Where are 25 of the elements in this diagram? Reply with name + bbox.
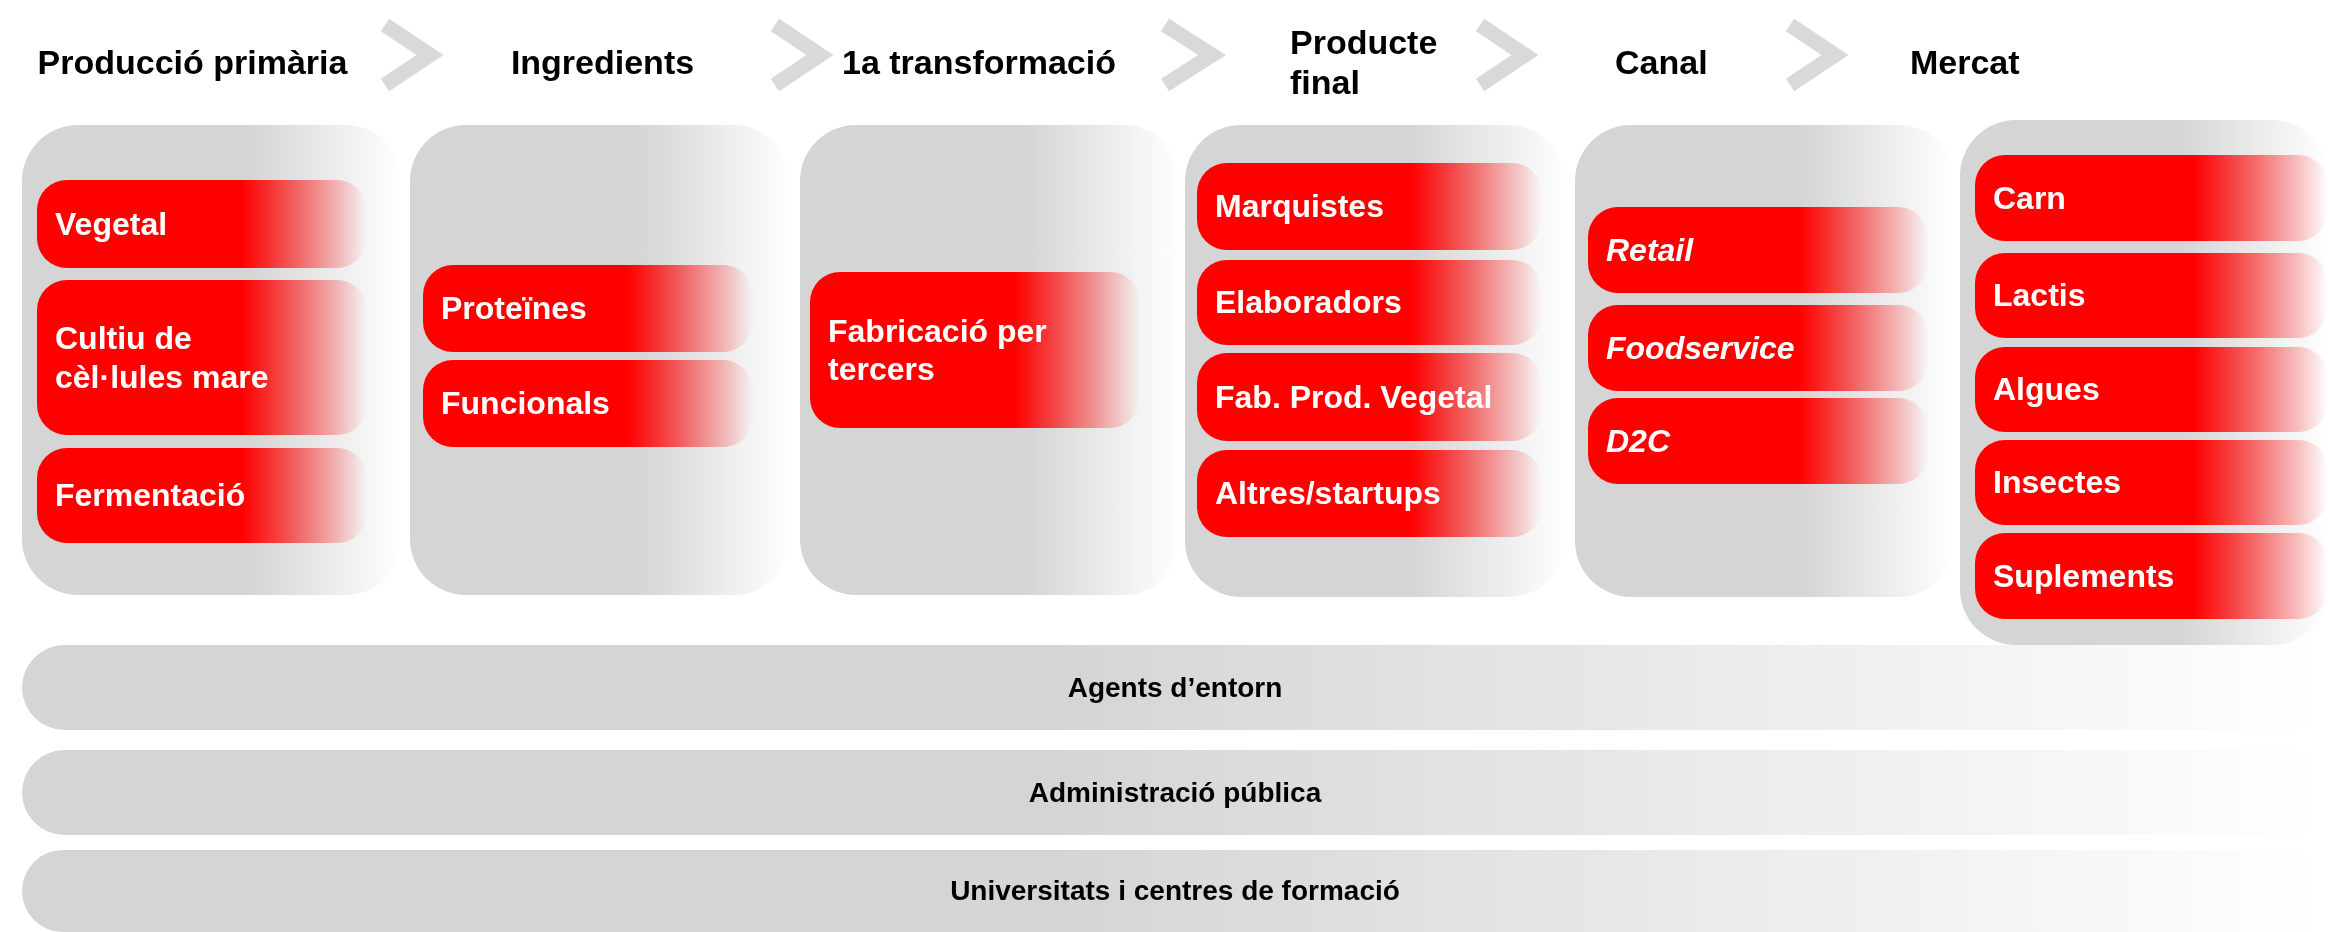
stage-heading: Producció primària <box>0 0 385 125</box>
category-pill: Vegetal <box>37 180 367 268</box>
category-pill: Suplements <box>1975 533 2328 619</box>
stage-heading: 1a transformació <box>820 0 1165 125</box>
category-pill: Lactis <box>1975 253 2328 338</box>
category-pill: D2C <box>1588 398 1928 484</box>
category-pill: Insectes <box>1975 440 2328 525</box>
category-pill: Proteïnes <box>423 265 753 352</box>
stage-heading: Canal <box>1525 0 1790 125</box>
category-pill: Algues <box>1975 347 2328 432</box>
category-pill: Elaboradors <box>1197 260 1542 345</box>
category-pill: Retail <box>1588 207 1928 293</box>
category-pill: Foodservice <box>1588 305 1928 391</box>
column-panel <box>1960 120 2328 645</box>
category-pill: Fabricació per tercers <box>810 272 1140 428</box>
category-pill: Carn <box>1975 155 2328 241</box>
category-pill: Marquistes <box>1197 163 1542 250</box>
stage-heading: Ingredients <box>430 0 775 125</box>
category-pill: Altres/startups <box>1197 450 1542 537</box>
category-pill: Funcionals <box>423 360 753 447</box>
category-pill: Fab. Prod. Vegetal <box>1197 353 1542 441</box>
stage-heading: Producte final <box>1212 0 1480 125</box>
category-pill: Cultiu de cèl·lules mare <box>37 280 367 435</box>
category-pill: Fermentació <box>37 448 367 543</box>
stage-heading: Mercat <box>1835 0 2328 125</box>
